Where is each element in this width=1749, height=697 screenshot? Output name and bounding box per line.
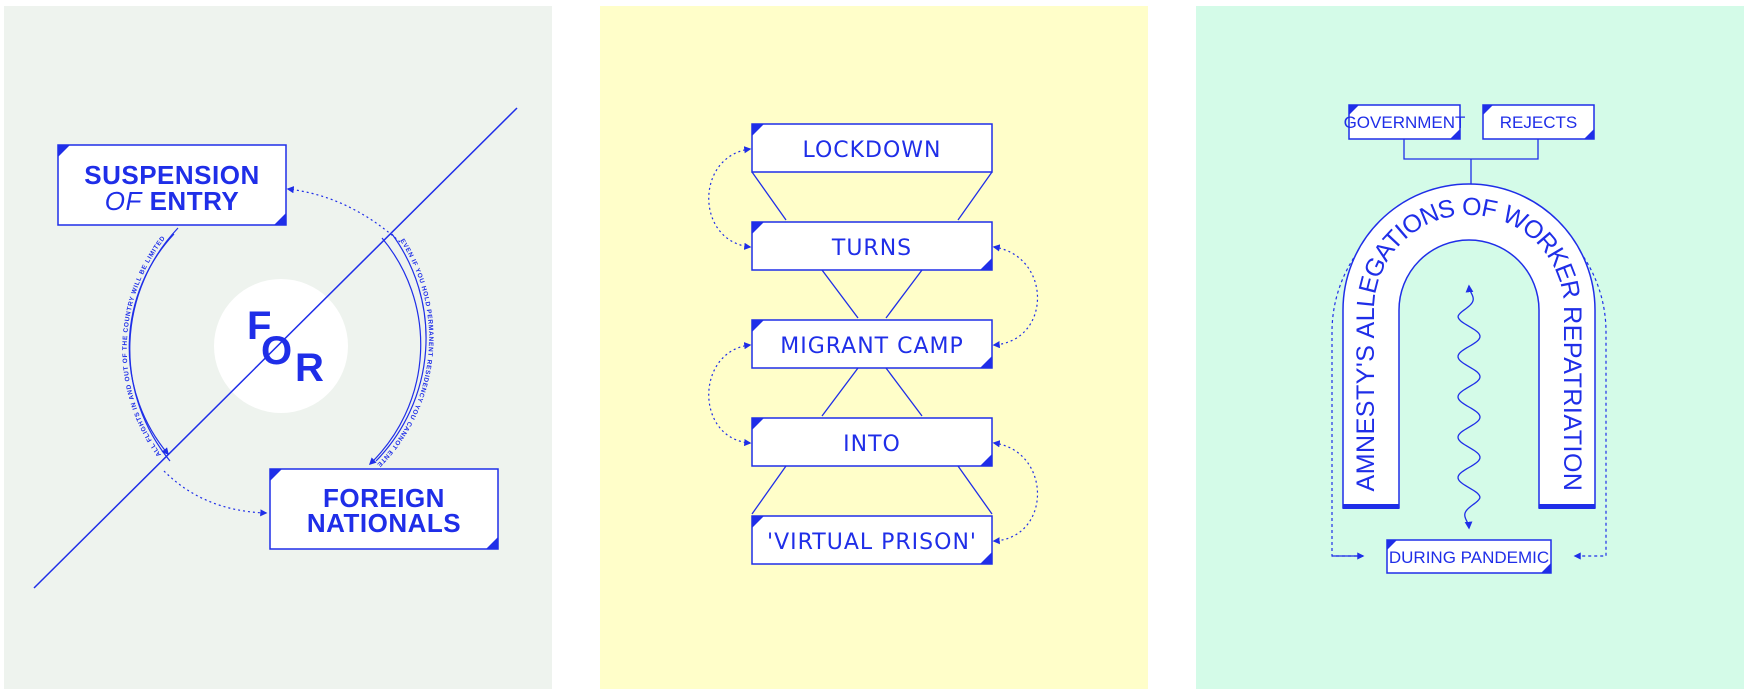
step-label-2: TURNS [831, 236, 912, 261]
arc-right-text: EVEN IF YOU HOLD PERMANENT RESIDENCY YOU… [4, 6, 434, 468]
box-suspension-of-entry: SUSPENSION OF ENTRY [57, 144, 287, 226]
dotted-loop-arrows [708, 146, 1038, 545]
box-rejects: REJECTS [1482, 104, 1595, 140]
arch-foot-left [1343, 504, 1399, 509]
of-entry-text: OF ENTRY [105, 186, 240, 216]
box-government: GOVERNMENT [1344, 104, 1466, 140]
for-letter-f: F [247, 304, 271, 348]
suspension-text: SUSPENSION [84, 160, 260, 190]
arc-left-text: ALL FLIGHTS IN AND OUT OF THE COUNTRY WI… [122, 235, 167, 458]
government-label: GOVERNMENT [1344, 113, 1466, 132]
entry-text: ENTRY [150, 186, 240, 216]
of-text: OF [105, 186, 144, 216]
panel-3-diagram: GOVERNMENT REJECTS AMNESTY'S ALLEGATIONS… [1331, 104, 1607, 574]
arc-left-inner [128, 233, 175, 456]
diagonal-line [33, 107, 518, 589]
arc-right-outer [375, 233, 427, 462]
box-foreign-nationals: FOREIGN NATIONALS [269, 468, 499, 550]
step-label-5: 'VIRTUAL PRISON' [767, 530, 977, 555]
step-box-1: LOCKDOWN [751, 123, 993, 173]
panel-amnesty-arch: GOVERNMENT REJECTS AMNESTY'S ALLEGATIONS… [1196, 6, 1744, 689]
arc-right-inner [368, 237, 422, 466]
step-label-1: LOCKDOWN [802, 138, 941, 163]
step-box-5: 'VIRTUAL PRISON' [751, 515, 993, 565]
box-connectors [751, 171, 993, 515]
panel-lockdown-flow: LOCKDOWN TURNS MIGRANT CAMP INTO 'VIRTUA… [600, 6, 1148, 689]
panel-suspension-of-entry: ALL FLIGHTS IN AND OUT OF THE COUNTRY WI… [4, 6, 552, 689]
arc-left-outer [129, 227, 179, 462]
step-label-3: MIGRANT CAMP [780, 334, 964, 359]
for-circle [214, 279, 348, 413]
wavy-double-arrow [1457, 284, 1481, 530]
dotted-arrow-bottom [163, 470, 268, 517]
arch-foot-right [1539, 504, 1595, 509]
bracket-connector [1403, 139, 1539, 160]
step-box-4: INTO [751, 417, 993, 467]
for-letter-r: R [295, 346, 324, 390]
rejects-label: REJECTS [1500, 113, 1577, 132]
dotted-arrow-top [286, 186, 401, 243]
during-pandemic-label: DURING PANDEMIC [1389, 548, 1549, 567]
foreign-text: FOREIGN [323, 483, 445, 513]
panel-2-diagram: LOCKDOWN TURNS MIGRANT CAMP INTO 'VIRTUA… [708, 123, 1038, 565]
step-label-4: INTO [843, 432, 901, 457]
box-during-pandemic: DURING PANDEMIC [1386, 539, 1552, 574]
for-letter-o: O [261, 329, 292, 373]
nationals-text: NATIONALS [307, 508, 461, 538]
panel-1-diagram: ALL FLIGHTS IN AND OUT OF THE COUNTRY WI… [4, 6, 518, 589]
step-box-2: TURNS [751, 221, 993, 271]
step-box-3: MIGRANT CAMP [751, 319, 993, 369]
arch-band [1342, 183, 1596, 509]
